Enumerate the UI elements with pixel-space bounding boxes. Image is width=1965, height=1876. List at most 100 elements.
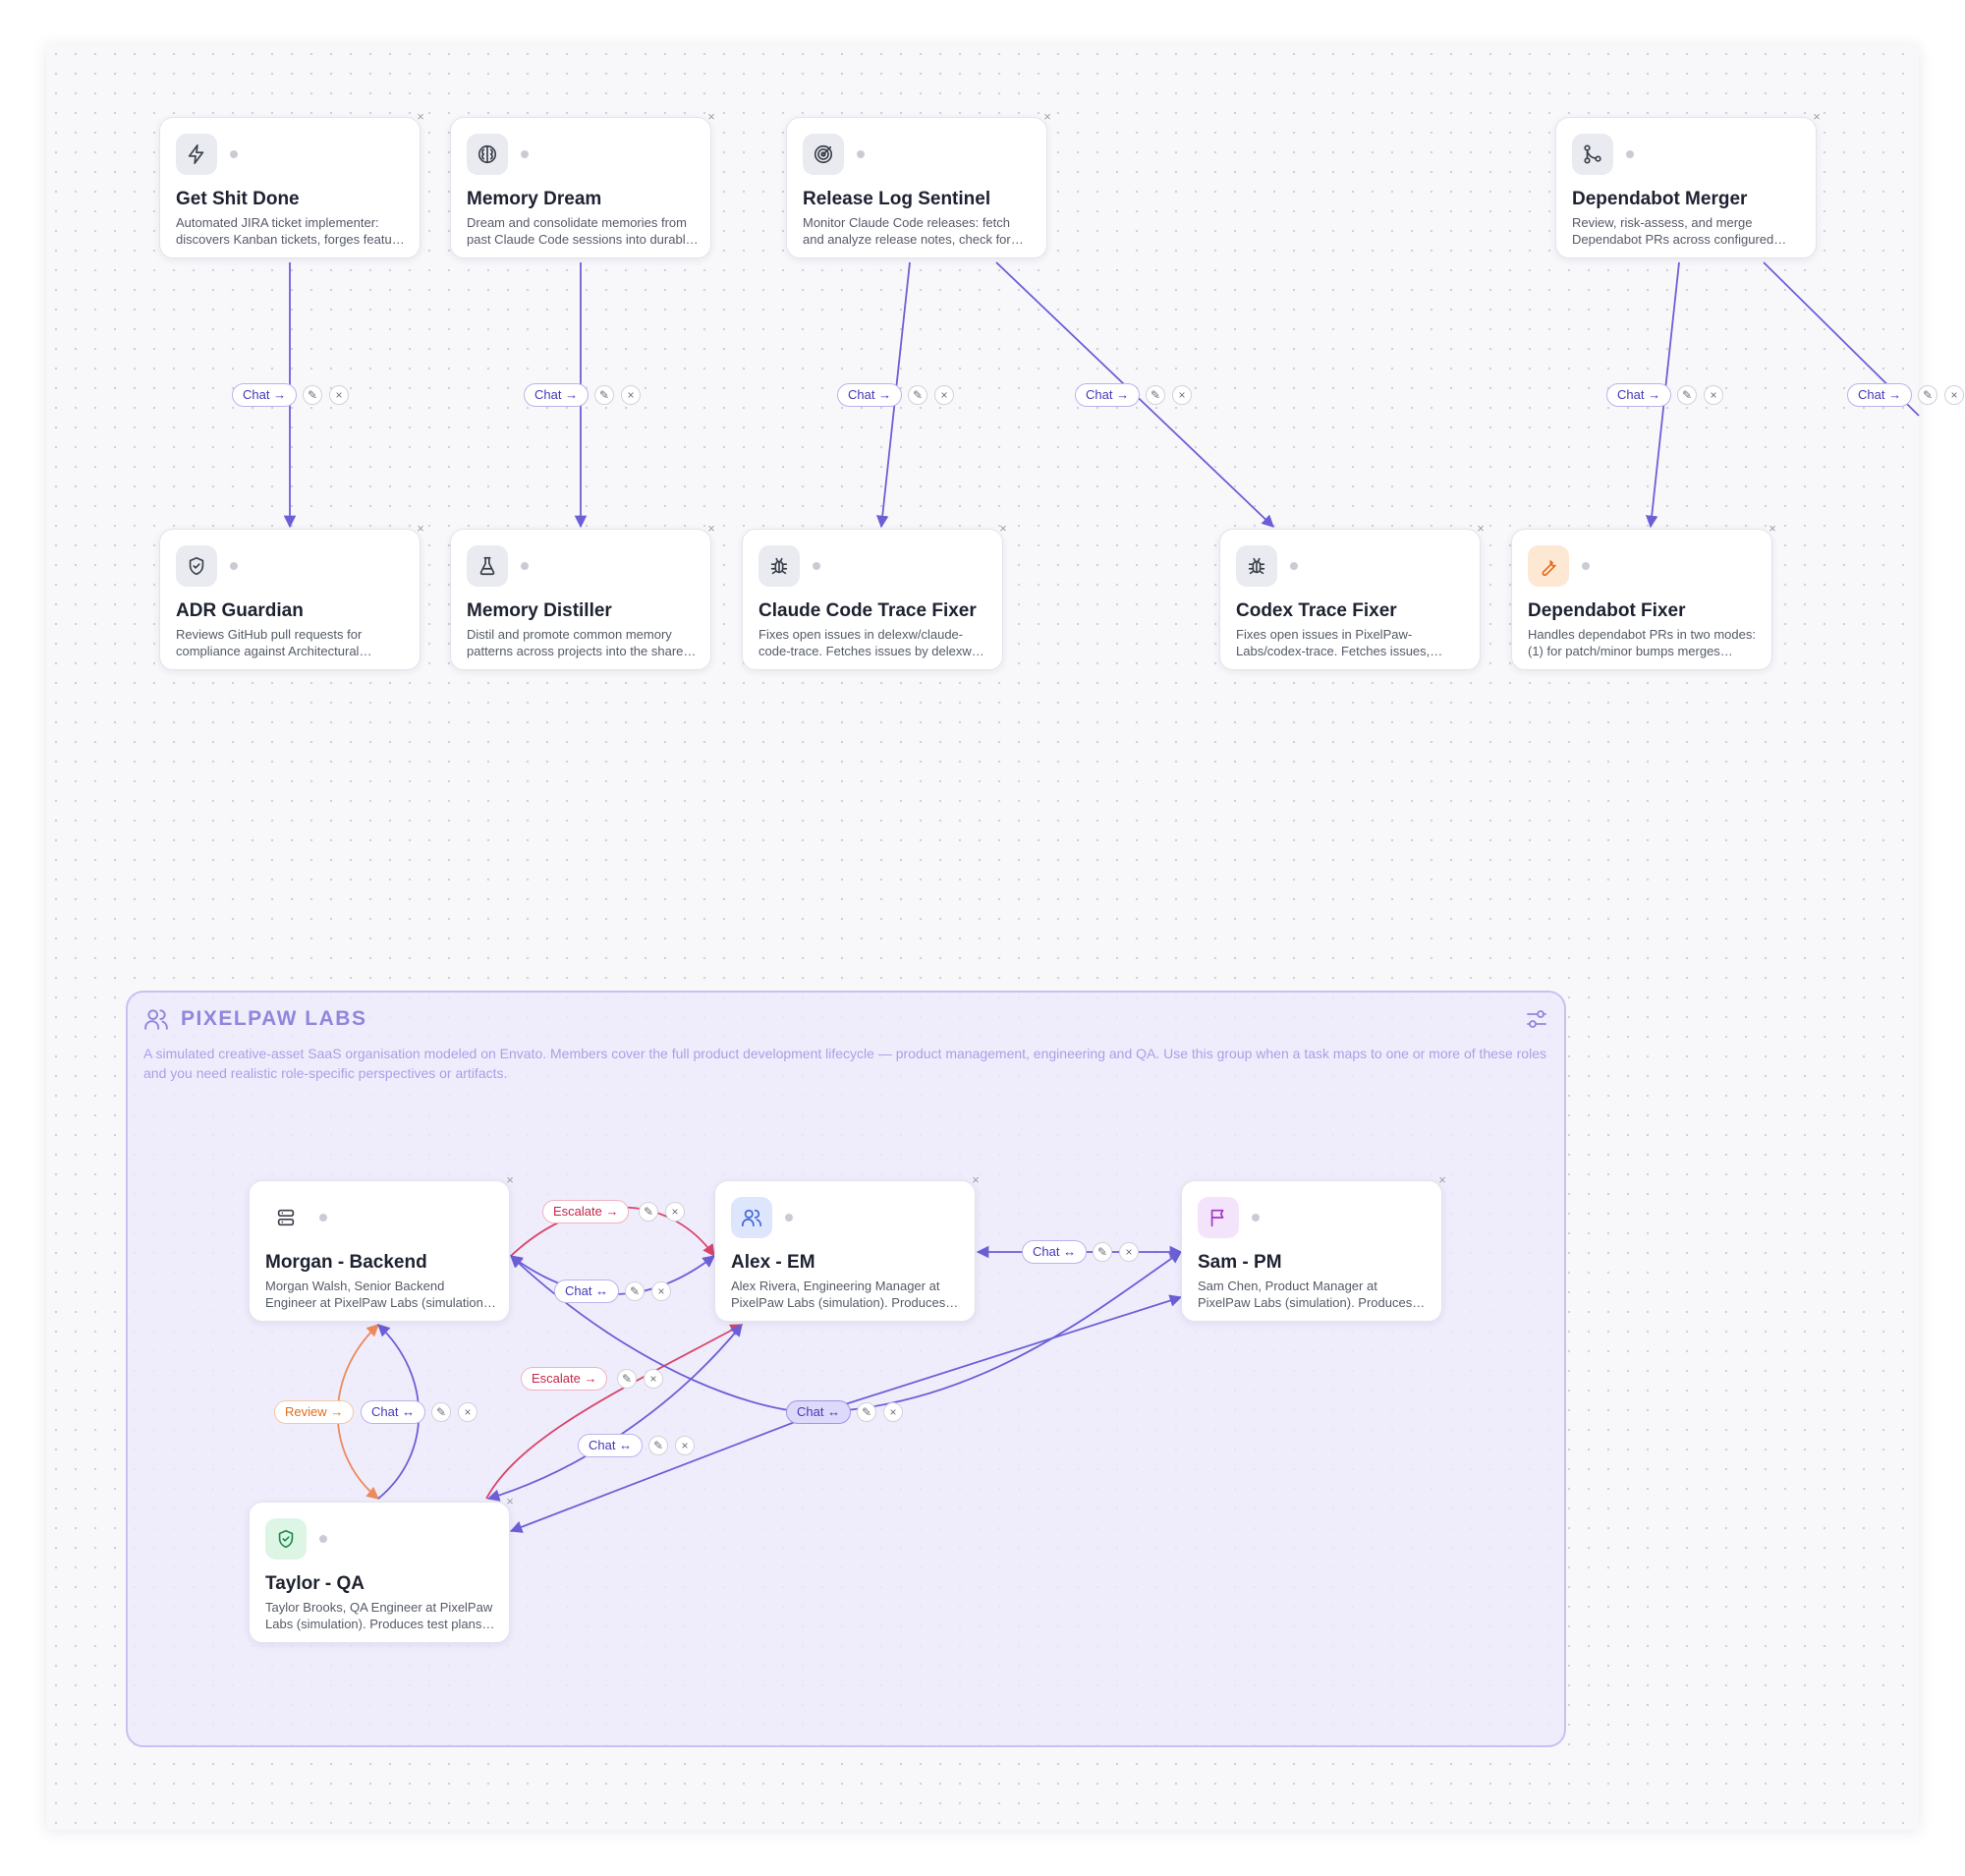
- node-title: Dependabot Fixer: [1528, 600, 1686, 621]
- node-title: Morgan - Backend: [265, 1252, 427, 1273]
- close-icon[interactable]: ×: [707, 521, 715, 536]
- edge-label[interactable]: Chat ↔: [554, 1279, 620, 1303]
- bug-icon: [1236, 545, 1277, 587]
- pencil-icon[interactable]: ✎: [617, 1369, 637, 1389]
- status-dot: [319, 1535, 327, 1543]
- status-dot: [230, 150, 238, 158]
- node-title: Alex - EM: [731, 1252, 815, 1273]
- delete-icon[interactable]: ×: [651, 1281, 671, 1301]
- pencil-icon[interactable]: ✎: [431, 1402, 451, 1422]
- close-icon[interactable]: ×: [1043, 109, 1051, 124]
- edge-label[interactable]: Chat ↔: [1022, 1240, 1088, 1264]
- node-description: Handles dependabot PRs in two modes: (1)…: [1528, 627, 1756, 658]
- sliders-icon[interactable]: [1525, 1007, 1548, 1031]
- server-icon: [265, 1197, 307, 1238]
- delete-icon[interactable]: ×: [458, 1402, 477, 1422]
- git-merge-icon: [1572, 134, 1613, 175]
- delete-icon[interactable]: ×: [644, 1369, 663, 1389]
- delete-icon[interactable]: ×: [621, 385, 641, 405]
- node-title: Dependabot Merger: [1572, 189, 1748, 209]
- node-title: ADR Guardian: [176, 600, 304, 621]
- close-icon[interactable]: ×: [417, 109, 424, 124]
- wrench-icon: [1528, 545, 1569, 587]
- pencil-icon[interactable]: ✎: [639, 1202, 658, 1222]
- status-dot: [1252, 1214, 1260, 1222]
- delete-icon[interactable]: ×: [934, 385, 954, 405]
- target-icon: [803, 134, 844, 175]
- node-description: Taylor Brooks, QA Engineer at PixelPaw L…: [265, 1600, 493, 1631]
- status-dot: [521, 150, 529, 158]
- node-title: Taylor - QA: [265, 1573, 365, 1594]
- edge-label[interactable]: Chat ↔: [786, 1400, 852, 1424]
- edge-label[interactable]: Chat ↔: [361, 1400, 426, 1424]
- delete-icon[interactable]: ×: [1172, 385, 1192, 405]
- edge-label[interactable]: Chat →: [232, 383, 298, 407]
- delete-icon[interactable]: ×: [329, 385, 349, 405]
- close-icon[interactable]: ×: [972, 1172, 980, 1187]
- edge-label[interactable]: Escalate →: [521, 1367, 608, 1391]
- delete-icon[interactable]: ×: [1119, 1242, 1139, 1262]
- node-taylor[interactable]: Taylor - QA Taylor Brooks, QA Engineer at…: [249, 1495, 514, 1643]
- flask-icon: [467, 545, 508, 587]
- node-description: Monitor Claude Code releases: fetch and …: [803, 215, 1011, 247]
- edge-label[interactable]: Review →: [274, 1400, 355, 1424]
- status-dot: [813, 562, 820, 570]
- delete-icon[interactable]: ×: [665, 1202, 685, 1222]
- delete-icon[interactable]: ×: [883, 1402, 903, 1422]
- close-icon[interactable]: ×: [417, 521, 424, 536]
- shield-check-icon: [265, 1518, 307, 1560]
- pencil-icon[interactable]: ✎: [594, 385, 614, 405]
- pencil-icon[interactable]: ✎: [303, 385, 322, 405]
- close-icon[interactable]: ×: [506, 1172, 514, 1187]
- pencil-icon[interactable]: ✎: [1677, 385, 1697, 405]
- delete-icon[interactable]: ×: [1704, 385, 1723, 405]
- status-dot: [1582, 562, 1590, 570]
- shield-icon: [176, 545, 217, 587]
- edge-label[interactable]: Escalate →: [542, 1200, 630, 1223]
- edge-label[interactable]: Chat →: [837, 383, 903, 407]
- node-title: Claude Code Trace Fixer: [758, 600, 977, 621]
- edge-label[interactable]: Chat →: [1606, 383, 1672, 407]
- status-dot: [521, 562, 529, 570]
- users-icon: [143, 1006, 169, 1032]
- pencil-icon[interactable]: ✎: [648, 1436, 668, 1455]
- node-title: Sam - PM: [1198, 1252, 1282, 1273]
- delete-icon[interactable]: ×: [675, 1436, 695, 1455]
- close-icon[interactable]: ×: [999, 521, 1007, 536]
- node-description: Distil and promote common memory pattern…: [467, 627, 691, 658]
- node-description: Reviews GitHub pull requests for complia…: [176, 627, 363, 658]
- close-icon[interactable]: ×: [707, 109, 715, 124]
- pencil-icon[interactable]: ✎: [1918, 385, 1937, 405]
- pencil-icon[interactable]: ✎: [908, 385, 927, 405]
- delete-icon[interactable]: ×: [1944, 385, 1964, 405]
- close-icon[interactable]: ×: [506, 1494, 514, 1508]
- close-icon[interactable]: ×: [1477, 521, 1485, 536]
- users-icon: [731, 1197, 772, 1238]
- status-dot: [230, 562, 238, 570]
- edge-label[interactable]: Chat →: [1075, 383, 1141, 407]
- edge-label[interactable]: Chat ↔: [578, 1434, 644, 1457]
- pencil-icon[interactable]: ✎: [625, 1281, 645, 1301]
- close-icon[interactable]: ×: [1438, 1172, 1446, 1187]
- edge-label[interactable]: Chat →: [1847, 383, 1913, 407]
- group-description: A simulated creative-asset SaaS organisa…: [143, 1046, 1546, 1081]
- pencil-icon[interactable]: ✎: [857, 1402, 876, 1422]
- pencil-icon[interactable]: ✎: [1146, 385, 1165, 405]
- close-icon[interactable]: ×: [1813, 109, 1821, 124]
- close-icon[interactable]: ×: [1768, 521, 1776, 536]
- status-dot: [1290, 562, 1298, 570]
- pencil-icon[interactable]: ✎: [1093, 1242, 1112, 1262]
- edge-label[interactable]: Chat →: [524, 383, 590, 407]
